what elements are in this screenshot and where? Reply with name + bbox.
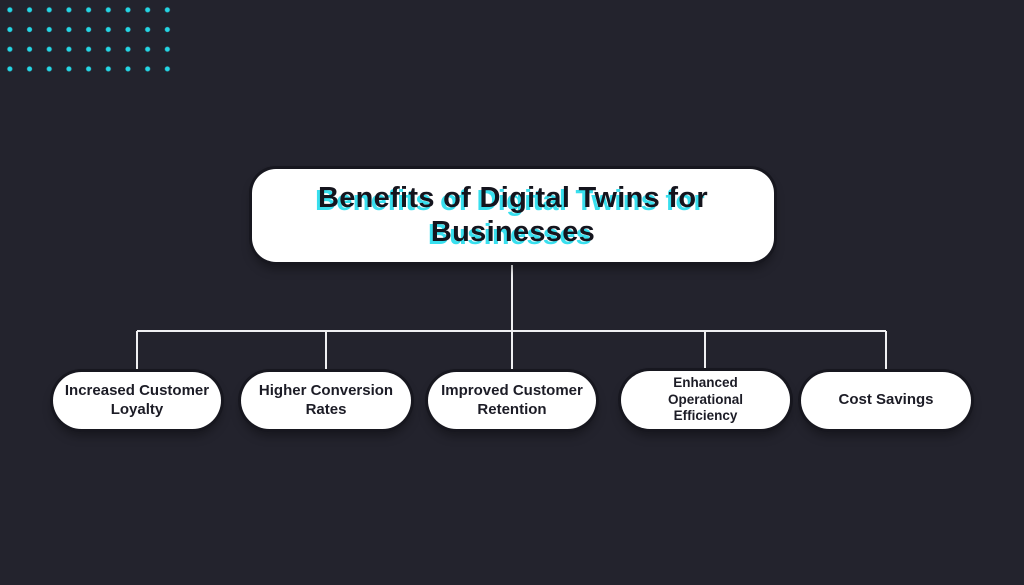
child-node-higher-conversion-rates: Higher Conversion Rates (241, 372, 411, 429)
child-node-increased-customer-loyalty: Increased Customer Loyalty (53, 372, 221, 429)
dot-grid-decoration (0, 0, 177, 79)
tree-connector-path (136, 262, 887, 372)
root-node-label: Benefits of Digital Twins for Businesses (317, 182, 708, 248)
child-node-label: Increased Customer Loyalty (64, 381, 210, 418)
child-node-improved-customer-retention: Improved Customer Retention (428, 372, 596, 429)
child-node-label: Improved Customer Retention (441, 381, 583, 418)
child-node-label: Cost Savings (838, 391, 934, 409)
child-node-label: Enhanced Operational Efficiency (667, 375, 743, 424)
child-node-enhanced-operational-efficiency: Enhanced Operational Efficiency (621, 371, 790, 429)
root-node: Benefits of Digital Twins for Businesses (252, 169, 774, 262)
child-node-label: Higher Conversion Rates (258, 381, 394, 418)
child-node-cost-savings: Cost Savings (801, 372, 971, 429)
